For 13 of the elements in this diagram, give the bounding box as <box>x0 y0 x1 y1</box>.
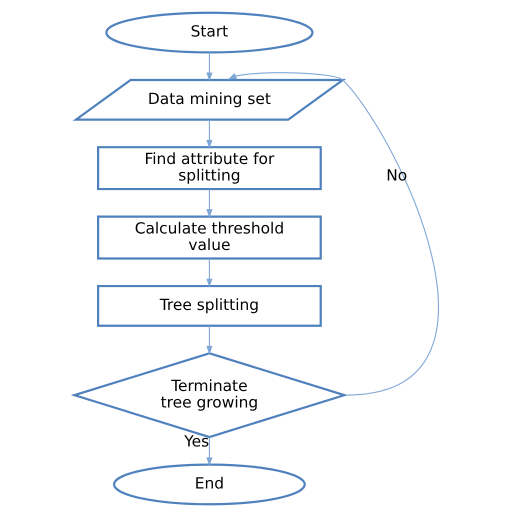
node-box: Calculate threshold value <box>97 216 322 260</box>
arrow <box>206 258 212 288</box>
node-box: Find attribute for splitting <box>97 146 322 190</box>
node-ellipse: Start <box>105 12 314 54</box>
arrow <box>206 52 212 82</box>
arrow <box>228 72 438 396</box>
edge-label: No <box>386 166 408 184</box>
arrow <box>206 120 212 149</box>
arrow <box>206 189 212 218</box>
node-box: Tree splitting <box>97 284 322 327</box>
arrow <box>206 437 212 466</box>
node-ellipse: End <box>112 463 306 506</box>
arrow <box>206 326 212 355</box>
